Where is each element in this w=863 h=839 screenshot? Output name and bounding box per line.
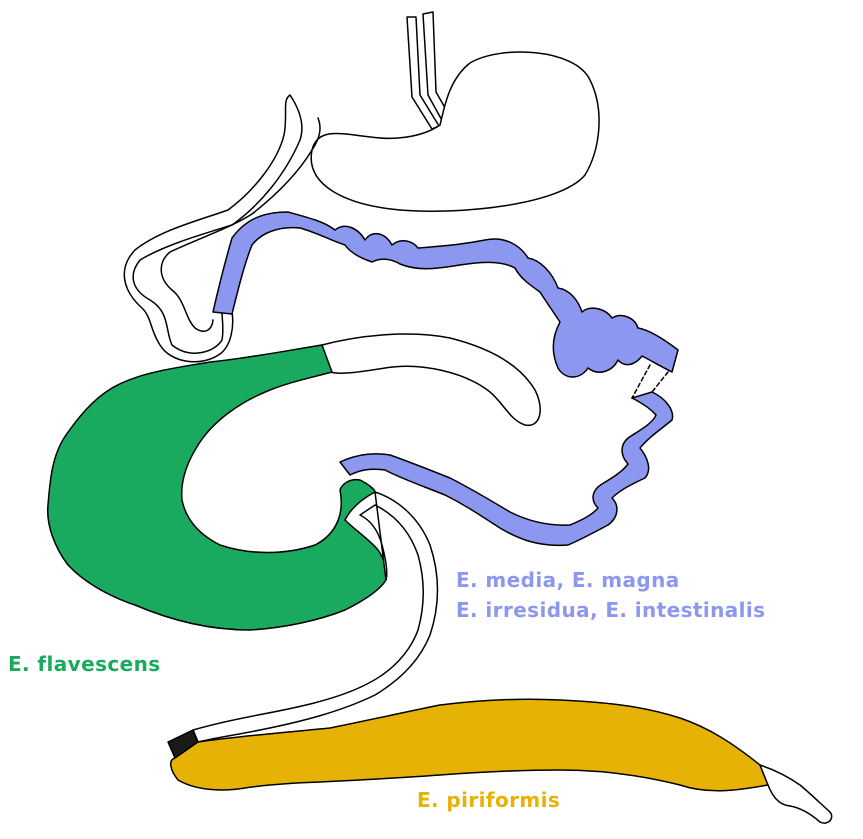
stomach bbox=[311, 52, 599, 211]
end-tube bbox=[760, 765, 832, 823]
label-blue-line-1: E. media, E. magna bbox=[456, 567, 680, 593]
label-gold: E. piriformis bbox=[417, 787, 560, 813]
label-blue-line-2: E. irresidua, E. intestinalis bbox=[456, 597, 765, 623]
gold-region bbox=[171, 699, 768, 791]
label-green: E. flavescens bbox=[8, 651, 161, 677]
middle-tube bbox=[322, 334, 540, 425]
blue-region-lower bbox=[340, 392, 673, 545]
green-region bbox=[48, 345, 387, 630]
dashed-connector-2 bbox=[652, 372, 668, 392]
